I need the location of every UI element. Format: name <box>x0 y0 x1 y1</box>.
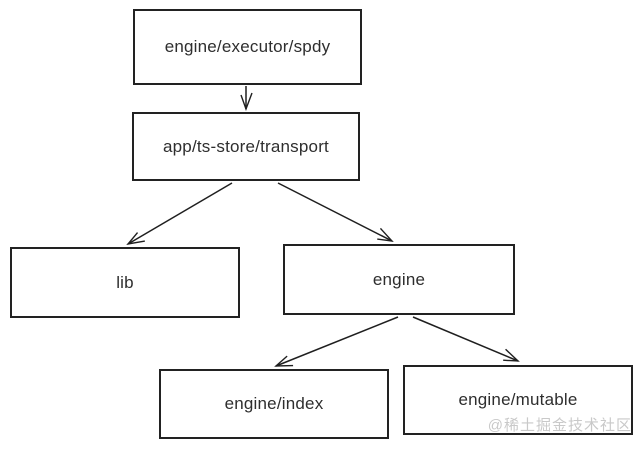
edge-transport-to-lib <box>128 182 233 244</box>
edge-engine-to-engine-index <box>276 316 399 366</box>
node-label: engine/mutable <box>458 390 578 409</box>
node-label: app/ts-store/transport <box>163 136 329 156</box>
node-engine-executor-spdy: engine/executor/spdy <box>133 9 362 85</box>
edge-transport-to-engine <box>277 182 392 241</box>
node-app-ts-store-transport: app/ts-store/transport <box>132 112 360 181</box>
node-engine: engine <box>283 244 515 315</box>
node-engine-mutable: engine/mutable <box>403 365 633 435</box>
node-engine-index: engine/index <box>159 369 389 439</box>
node-label: lib <box>116 272 134 292</box>
node-label: engine <box>372 269 426 289</box>
watermark: @稀土掘金技术社区 <box>487 417 632 434</box>
node-lib: lib <box>10 247 240 318</box>
node-label: engine/index <box>224 394 324 413</box>
node-label: engine/executor/spdy <box>164 37 331 56</box>
edge-engine-to-engine-mutable <box>412 316 518 361</box>
